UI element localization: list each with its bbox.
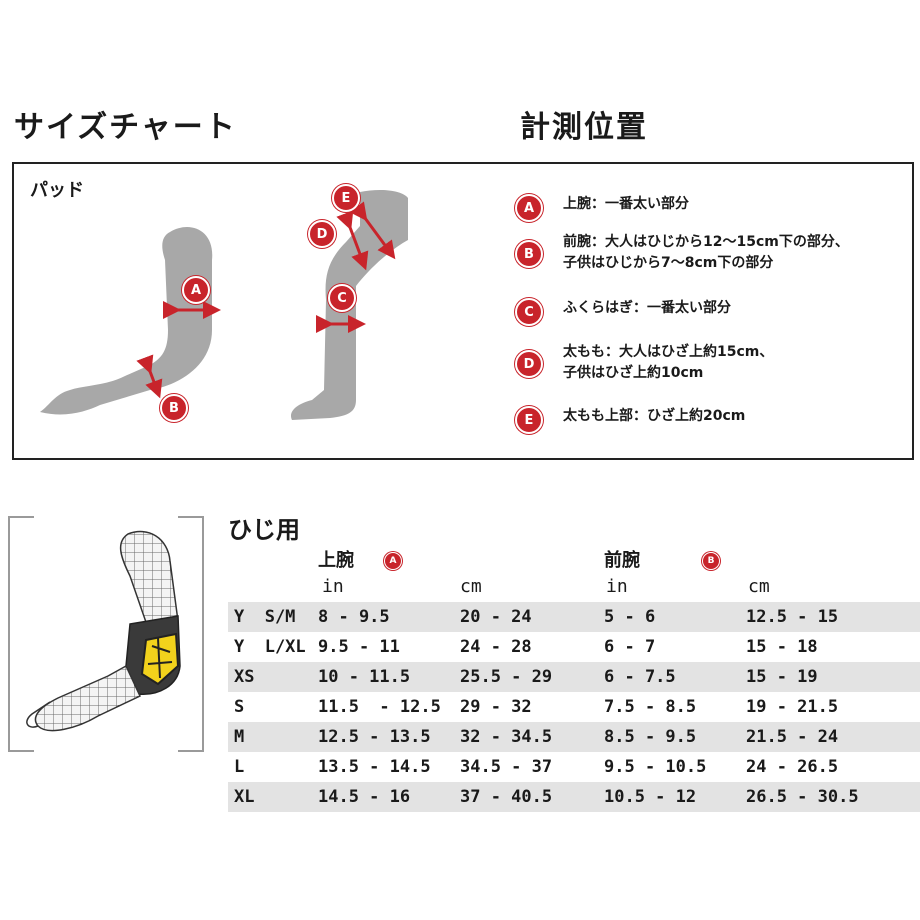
elbow-pad-illustration — [8, 516, 204, 752]
legend-marker: B — [515, 240, 543, 268]
legend-text: 上腕：一番太い部分 — [563, 196, 689, 212]
size-cell: M — [234, 727, 245, 747]
size-cell: XL — [234, 787, 255, 807]
upper-in-cell: 9.5 - 11 — [318, 637, 400, 657]
measurement-guide-panel — [12, 162, 914, 460]
legend-item-e: E 太もも上部：ひざ上約20cm — [515, 406, 745, 434]
table-row: S 11.5 - 12.5 29 - 32 7.5 - 8.5 19 - 21.… — [228, 692, 920, 722]
upper-in-cell: 10 - 11.5 — [318, 667, 411, 687]
fore-cm-cell: 15 - 19 — [746, 667, 818, 687]
marker-d: D — [308, 220, 336, 248]
limb-diagrams — [40, 190, 408, 420]
size-cell: S — [234, 697, 245, 717]
marker-c: C — [328, 284, 356, 312]
upper-cm-cell: 32 - 34.5 — [460, 727, 553, 747]
unit-upper-cm: cm — [460, 576, 482, 597]
elbow-size-table: Y S/M 8 - 9.5 20 - 24 5 - 6 12.5 - 15 Y … — [228, 602, 920, 812]
fore-in-cell: 6 - 7.5 — [604, 667, 676, 687]
fore-in-cell: 5 - 6 — [604, 607, 656, 627]
table-row: XS 10 - 11.5 25.5 - 29 6 - 7.5 15 - 19 — [228, 662, 920, 692]
fore-cm-cell: 15 - 18 — [746, 637, 818, 657]
legend-text: 太もも上部：ひざ上約20cm — [563, 408, 746, 424]
marker-a: A — [182, 276, 210, 304]
legend-marker: C — [515, 298, 543, 326]
upper-in-cell: 11.5 - 12.5 — [318, 697, 441, 717]
legend-item-b: B 前腕：大人はひじから12～15cm下の部分、 子供はひじから7～8cm下の部… — [515, 232, 849, 274]
fore-cm-cell: 21.5 - 24 — [746, 727, 839, 747]
fore-in-cell: 6 - 7 — [604, 637, 656, 657]
upper-arm-marker: A — [384, 552, 402, 570]
fore-in-cell: 9.5 - 10.5 — [604, 757, 707, 777]
forearm-marker: B — [702, 552, 720, 570]
fore-in-cell: 7.5 - 8.5 — [604, 697, 697, 717]
table-row: M 12.5 - 13.5 32 - 34.5 8.5 - 9.5 21.5 -… — [228, 722, 920, 752]
forearm-header: 前腕 — [604, 550, 640, 571]
legend-item-c: C ふくらはぎ：一番太い部分 — [515, 298, 731, 326]
table-row: L 13.5 - 14.5 34.5 - 37 9.5 - 10.5 24 - … — [228, 752, 920, 782]
fore-cm-cell: 12.5 - 15 — [746, 607, 839, 627]
fore-cm-cell: 19 - 21.5 — [746, 697, 839, 717]
upper-in-cell: 14.5 - 16 — [318, 787, 411, 807]
legend-item-a: A 上腕：一番太い部分 — [515, 194, 689, 222]
upper-cm-cell: 20 - 24 — [460, 607, 532, 627]
upper-arm-header: 上腕 — [318, 550, 354, 571]
legend-text: ふくらはぎ：一番太い部分 — [563, 300, 731, 316]
table-row: Y L/XL 9.5 - 11 24 - 28 6 - 7 15 - 18 — [228, 632, 920, 662]
upper-cm-cell: 34.5 - 37 — [460, 757, 553, 777]
table-row: Y S/M 8 - 9.5 20 - 24 5 - 6 12.5 - 15 — [228, 602, 920, 632]
legend-item-d: D 太もも：大人はひざ上約15cm、 子供はひざ上約10cm — [515, 342, 773, 384]
size-chart-title: サイズチャート — [14, 110, 237, 145]
unit-upper-in: in — [322, 576, 344, 597]
legend-marker: D — [515, 350, 543, 378]
upper-in-cell: 8 - 9.5 — [318, 607, 390, 627]
legend-marker: A — [515, 194, 543, 222]
legend-text: 前腕：大人はひじから12～15cm下の部分、 子供はひじから7～8cm下の部分 — [563, 234, 849, 271]
marker-e: E — [332, 184, 360, 212]
size-cell: Y S/M — [234, 607, 296, 627]
legend-marker: E — [515, 406, 543, 434]
upper-in-cell: 12.5 - 13.5 — [318, 727, 431, 747]
bracket-right — [178, 516, 204, 752]
measure-positions-title: 計測位置 — [520, 110, 648, 145]
bracket-left — [8, 516, 34, 752]
elbow-arm-drawing — [26, 530, 181, 732]
arm-illustration — [40, 227, 221, 415]
unit-fore-in: in — [606, 576, 628, 597]
size-cell: Y L/XL — [234, 637, 306, 657]
upper-cm-cell: 24 - 28 — [460, 637, 532, 657]
upper-cm-cell: 25.5 - 29 — [460, 667, 553, 687]
marker-b: B — [160, 394, 188, 422]
size-cell: XS — [234, 667, 255, 687]
elbow-section-title: ひじ用 — [228, 516, 300, 544]
unit-fore-cm: cm — [748, 576, 770, 597]
pad-label: パッド — [30, 180, 84, 201]
upper-in-cell: 13.5 - 14.5 — [318, 757, 431, 777]
upper-cm-cell: 37 - 40.5 — [460, 787, 553, 807]
fore-in-cell: 10.5 - 12 — [604, 787, 697, 807]
fore-in-cell: 8.5 - 9.5 — [604, 727, 697, 747]
fore-cm-cell: 26.5 - 30.5 — [746, 787, 859, 807]
upper-cm-cell: 29 - 32 — [460, 697, 532, 717]
legend-text: 太もも：大人はひざ上約15cm、 子供はひざ上約10cm — [563, 344, 774, 381]
size-cell: L — [234, 757, 245, 777]
fore-cm-cell: 24 - 26.5 — [746, 757, 839, 777]
table-row: XL 14.5 - 16 37 - 40.5 10.5 - 12 26.5 - … — [228, 782, 920, 812]
